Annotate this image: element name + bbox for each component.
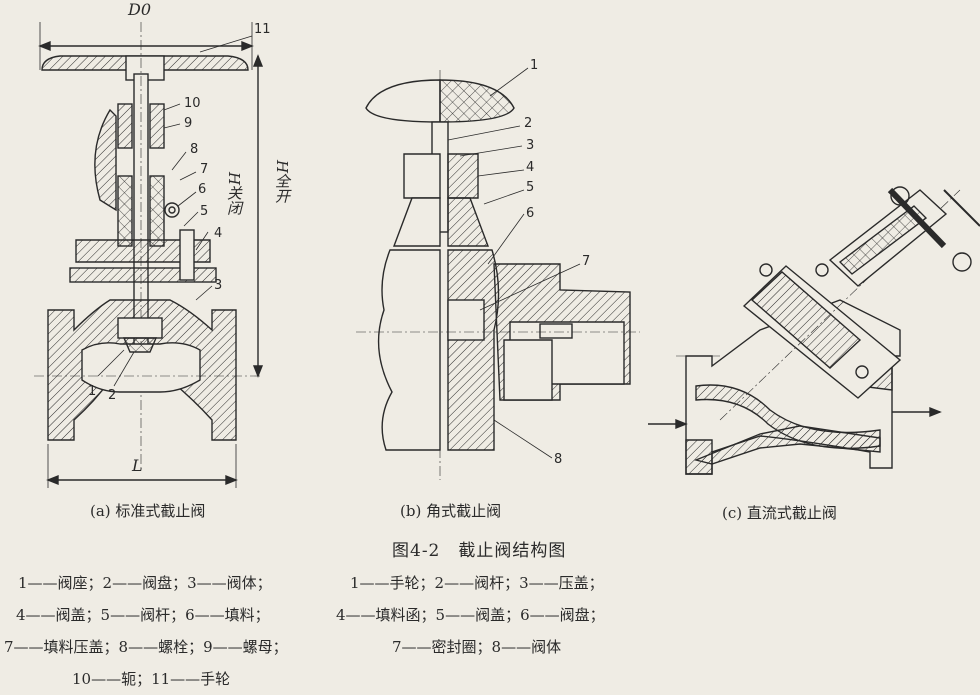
callout-b-7: 7	[582, 254, 591, 269]
legend-a-line-3: 7——填料压盖；8——螺栓；9——螺母；	[4, 638, 288, 656]
legend-b-line-2: 4——填料函；5——阀盖；6——阀盘；	[336, 606, 605, 624]
callout-a-5: 5	[200, 204, 209, 219]
callout-a-11: 11	[254, 22, 271, 37]
callout-a-8: 8	[190, 142, 199, 157]
dim-l-label: L	[132, 456, 143, 475]
legend-a-line-1: 1——阀座；2——阀盘；3——阀体；	[18, 574, 272, 592]
figure-c-y-pattern-globe-valve	[648, 186, 980, 475]
callout-b-8: 8	[554, 452, 563, 467]
figure-title: 图4-2 截止阀结构图	[392, 541, 567, 561]
callout-b-5: 5	[526, 180, 535, 195]
callout-b-6: 6	[526, 206, 535, 221]
caption-figure-b: (b) 角式截止阀	[400, 502, 502, 520]
callout-a-6: 6	[198, 182, 207, 197]
legend-a-line-2: 4——阀盖；5——阀杆；6——填料；	[16, 606, 270, 624]
legend-b-line-1: 1——手轮；2——阀杆；3——压盖；	[350, 574, 604, 592]
caption-figure-a: (a) 标准式截止阀	[90, 502, 206, 520]
dim-h-closed-label: H关闭	[225, 172, 243, 216]
caption-figure-c: (c) 直流式截止阀	[722, 504, 837, 522]
callout-a-3: 3	[214, 278, 223, 293]
dim-d0-label: D0	[128, 0, 152, 19]
callout-a-9: 9	[184, 116, 193, 131]
callout-b-2: 2	[524, 116, 533, 131]
figure-b-angle-globe-valve	[356, 67, 640, 480]
callout-b-1: 1	[530, 58, 539, 73]
dim-h-open-label: H全开	[273, 160, 291, 204]
callout-a-1: 1	[88, 384, 97, 399]
callout-a-10: 10	[184, 96, 201, 111]
callout-a-7: 7	[200, 162, 209, 177]
legend-b-line-3: 7——密封圈；8——阀体	[392, 638, 562, 656]
callout-a-2: 2	[108, 388, 117, 403]
figure-a-standard-globe-valve	[34, 22, 264, 488]
callout-b-4: 4	[526, 160, 535, 175]
callout-a-4: 4	[214, 226, 223, 241]
callout-b-3: 3	[526, 138, 535, 153]
legend-a-line-4: 10——轭；11——手轮	[72, 670, 231, 688]
